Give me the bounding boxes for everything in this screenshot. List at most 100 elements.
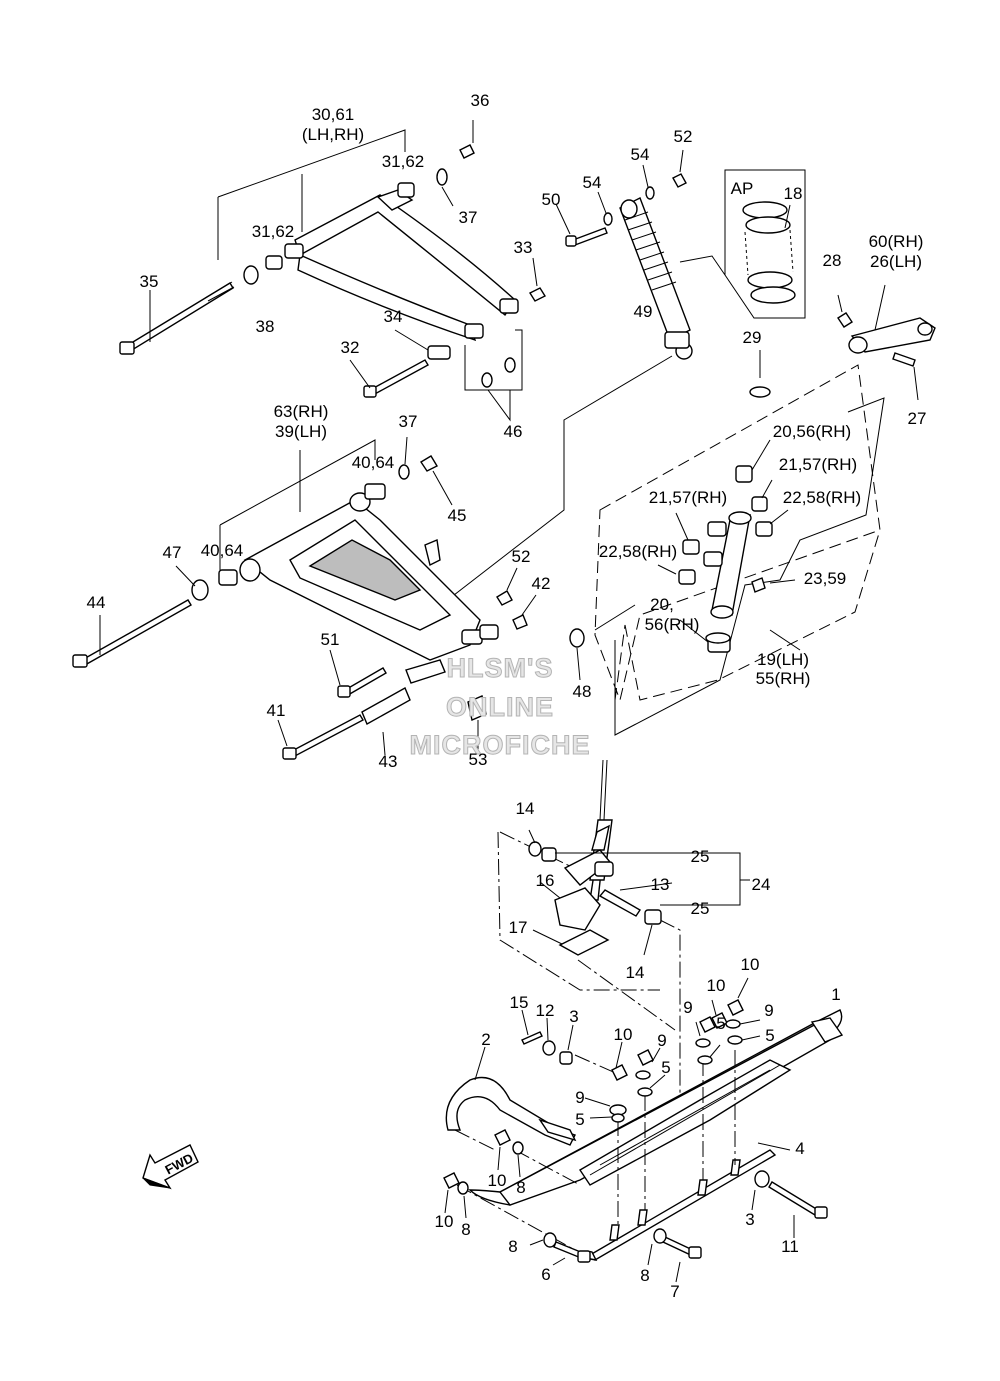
callout-9-a: 9 [683,998,692,1017]
callout-12: 12 [536,1001,555,1020]
callout-3-b: 3 [745,1210,754,1229]
callout-53: 53 [469,750,488,769]
callout-56-rh-b: 56(RH) [645,615,700,634]
callout-28: 28 [823,251,842,270]
watermark-line-3: MICROFICHE [410,730,591,760]
callout-21-57-a: 21,57(RH) [779,455,857,474]
watermark-line-2: ONLINE [446,692,554,722]
callout-42: 42 [532,574,551,593]
ski-group [445,1009,844,1261]
callout-39-lh: 39(LH) [275,422,327,441]
callout-1: 1 [831,985,840,1004]
callout-46: 46 [504,422,523,441]
watermark-line-1: HLSM'S [447,653,554,683]
callout-13: 13 [651,875,670,894]
callout-37-b: 37 [399,412,418,431]
callout-labels: 36 30,61 (LH,RH) 31,62 37 31,62 33 35 38… [87,91,927,1301]
callout-10-b: 10 [707,976,726,995]
callout-35: 35 [140,272,159,291]
callout-5-b: 5 [765,1026,774,1045]
callout-4: 4 [795,1139,804,1158]
callout-8-d: 8 [640,1266,649,1285]
callout-44: 44 [87,593,106,612]
callout-40-64-a: 40,64 [352,453,395,472]
callout-45: 45 [448,506,467,525]
callout-29: 29 [743,328,762,347]
callout-14-a: 14 [516,799,535,818]
callout-36: 36 [471,91,490,110]
callout-17: 17 [509,918,528,937]
callout-23-59: 23,59 [804,569,847,588]
callout-10-d: 10 [488,1171,507,1190]
callout-7: 7 [670,1282,679,1301]
callout-55-rh: 55(RH) [756,669,811,688]
callout-10-a: 10 [614,1025,633,1044]
callout-lh-rh: (LH,RH) [302,125,364,144]
callout-48: 48 [573,682,592,701]
callout-26-lh: 26(LH) [870,252,922,271]
callout-16: 16 [536,871,555,890]
callout-8-a: 8 [516,1178,525,1197]
callout-52-a: 52 [674,127,693,146]
callout-37-a: 37 [459,208,478,227]
callout-20-b: 20, [650,595,674,614]
callout-47: 47 [163,543,182,562]
callout-10-e: 10 [435,1212,454,1231]
callout-31-62-b: 31,62 [252,222,295,241]
callout-40-64-b: 40,64 [201,541,244,560]
callout-9-b: 9 [764,1001,773,1020]
callout-49: 49 [634,302,653,321]
forward-arrow-icon: FWD [142,1144,199,1190]
callout-9-d: 9 [575,1088,584,1107]
callout-10-c: 10 [741,955,760,974]
callout-20-56-a: 20,56(RH) [773,422,851,441]
watermark: HLSM'S ONLINE MICROFICHE [409,653,591,761]
lower-arm-group [72,436,636,760]
callout-25-a: 25 [691,847,710,866]
callout-21-57-b: 21,57(RH) [649,488,727,507]
callout-22-58-a: 22,58(RH) [783,488,861,507]
callout-27: 27 [908,409,927,428]
callout-5-a: 5 [716,1014,725,1033]
callout-31-62-a: 31,62 [382,152,425,171]
callout-34: 34 [384,307,403,326]
callout-6: 6 [541,1265,550,1284]
callout-14-b: 14 [626,963,645,982]
callout-8-c: 8 [508,1237,517,1256]
callout-15: 15 [510,993,529,1012]
callout-32: 32 [341,338,360,357]
callout-25-b: 25 [691,899,710,918]
callout-51: 51 [321,630,340,649]
callout-19-lh: 19(LH) [757,650,809,669]
callout-8-b: 8 [461,1220,470,1239]
callout-3-a: 3 [569,1007,578,1026]
callout-52-b: 52 [512,547,531,566]
ski-mount-group [497,829,750,1135]
callout-50: 50 [542,190,561,209]
shock-absorber-group [444,149,806,603]
callout-24: 24 [752,875,771,894]
callout-ap: AP [731,179,754,198]
ski-hardware [443,977,828,1283]
callout-2: 2 [481,1030,490,1049]
callout-38: 38 [256,317,275,336]
callout-5-c: 5 [661,1058,670,1077]
callout-54-a: 54 [583,173,602,192]
callout-11: 11 [781,1237,799,1256]
callout-18: 18 [784,184,803,203]
callout-22-58-b: 22,58(RH) [599,542,677,561]
upper-arm-group [119,120,547,422]
callout-60-rh: 60(RH) [869,232,924,251]
callout-54-b: 54 [631,145,650,164]
callout-41: 41 [267,701,286,720]
callout-30-61: 30,61 [312,105,355,124]
pivot-arm-group [837,284,936,401]
fwd-label: FWD [163,1150,196,1177]
callout-5-d: 5 [575,1110,584,1129]
callout-33: 33 [514,238,533,257]
callout-9-c: 9 [657,1031,666,1050]
callout-43: 43 [379,752,398,771]
callout-63-rh: 63(RH) [274,402,329,421]
